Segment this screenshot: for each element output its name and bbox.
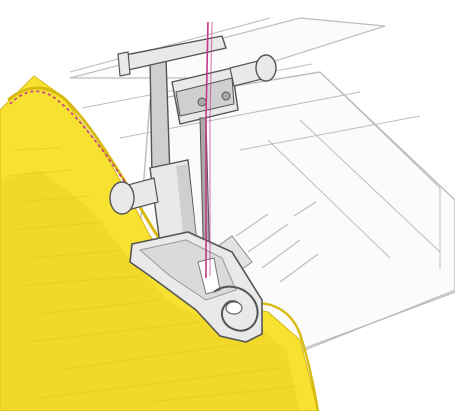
presser-bar <box>149 57 171 179</box>
foot-screw-head <box>109 181 135 215</box>
presser-foot-assembly <box>109 35 277 343</box>
bed-line-1 <box>69 17 271 73</box>
plate-divider <box>267 139 391 259</box>
hem-scroll <box>213 285 259 332</box>
fabric-hem-curl <box>249 302 320 411</box>
clamp-screw-right <box>221 91 231 101</box>
bed-line-4 <box>239 115 421 151</box>
hem-scroll-core <box>225 301 243 315</box>
needle-plate-edge <box>299 289 455 353</box>
needle-plate-inner-edge <box>319 71 441 268</box>
foot-shank-shadow <box>176 164 196 242</box>
fabric-rolled-edge <box>7 86 172 255</box>
foot-needle-opening <box>197 257 221 295</box>
clamp-screw-left <box>197 97 207 107</box>
needle-clamp-face <box>175 77 235 117</box>
thread-guide-bracket <box>117 51 131 77</box>
fabric-shadow <box>0 170 300 411</box>
upper-thread <box>205 21 213 278</box>
thread-through-guide <box>209 21 213 276</box>
plate-divider-2 <box>299 119 441 253</box>
thread-vertical <box>205 21 209 278</box>
fabric-texture <box>5 147 301 403</box>
thumb-screw-head <box>255 54 277 82</box>
stitch-line <box>9 90 141 199</box>
seam-guide-marks <box>235 201 319 283</box>
